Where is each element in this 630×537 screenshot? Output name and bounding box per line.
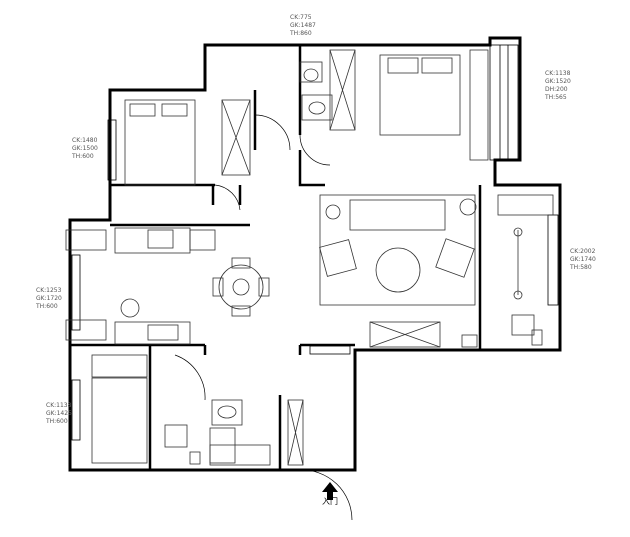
living-area bbox=[319, 194, 476, 306]
label-line: GK:1500 bbox=[72, 145, 98, 152]
label-line: CK:2002 bbox=[570, 248, 596, 255]
kitchen-counter bbox=[114, 227, 191, 254]
room-label-second-bedroom: CK:1480 GK:1500 TH:600 bbox=[72, 137, 98, 161]
sink-counter bbox=[114, 321, 191, 345]
toilet bbox=[299, 61, 323, 83]
label-line: GK:1720 bbox=[36, 295, 62, 302]
room-label-study: CK:1138 GK:1425 TH:600 bbox=[46, 402, 72, 426]
label-line: CK:1138 bbox=[545, 70, 571, 77]
single-bed bbox=[124, 99, 196, 186]
sofa bbox=[349, 199, 446, 231]
double-bed bbox=[379, 54, 461, 136]
label-line: GK:1520 bbox=[545, 78, 571, 85]
furniture bbox=[65, 49, 554, 466]
entrance-label: 入门 bbox=[322, 497, 338, 506]
label-line: CK:1480 bbox=[72, 137, 98, 144]
windows bbox=[71, 44, 559, 441]
dining-table bbox=[218, 264, 264, 310]
room-label-master-bedroom: CK:1138 GK:1520 DH:200 TH:565 bbox=[545, 70, 571, 102]
label-line: TH:860 bbox=[290, 30, 312, 37]
basin bbox=[301, 94, 333, 121]
doors bbox=[174, 114, 353, 521]
label-line: CK:775 bbox=[290, 14, 312, 21]
room-label-top-bathroom: CK:775 GK:1487 TH:860 bbox=[290, 14, 316, 38]
label-line: GK:1425 bbox=[46, 410, 72, 417]
coffee-table bbox=[375, 247, 421, 293]
room-label-living-room: CK:2002 GK:1740 TH:580 bbox=[570, 248, 596, 272]
label-line: CK:1138 bbox=[46, 402, 72, 409]
room-label-kitchen: CK:1253 GK:1720 TH:600 bbox=[36, 287, 62, 311]
label-line: TH:580 bbox=[570, 264, 592, 271]
label-line: TH:600 bbox=[46, 418, 68, 425]
stove bbox=[147, 229, 174, 249]
label-line: TH:565 bbox=[545, 94, 567, 101]
armchair bbox=[319, 239, 357, 277]
label-line: DH:200 bbox=[545, 86, 568, 93]
label-line: GK:1740 bbox=[570, 256, 596, 263]
label-line: TH:600 bbox=[36, 303, 58, 310]
wash-basin bbox=[211, 399, 243, 426]
armchair bbox=[435, 238, 475, 278]
interior-walls bbox=[70, 45, 482, 470]
label-line: GK:1487 bbox=[290, 22, 316, 29]
outer-walls bbox=[68, 36, 562, 472]
label-line: TH:600 bbox=[72, 153, 94, 160]
label-line: CK:1253 bbox=[36, 287, 62, 294]
wardrobe bbox=[469, 49, 489, 161]
wardrobe bbox=[329, 49, 356, 131]
entrance-arrow-icon bbox=[322, 482, 338, 500]
wardrobe bbox=[221, 99, 251, 176]
